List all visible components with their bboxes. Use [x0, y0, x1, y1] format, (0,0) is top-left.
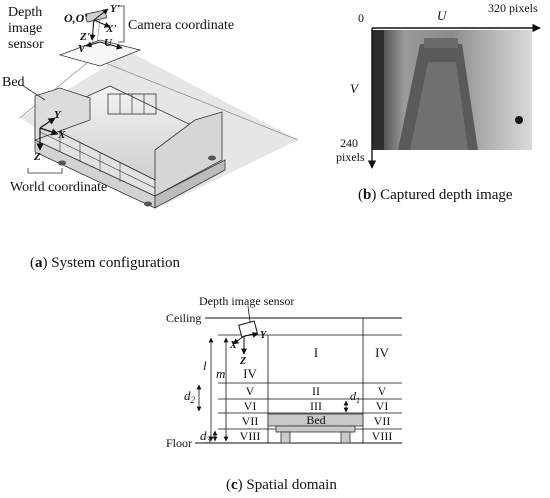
c-axis-z-label: Z [239, 356, 246, 367]
world-coordinate-label: World coordinate [10, 180, 107, 195]
bed-label: Bed [2, 75, 25, 90]
axis-u-arrow [99, 41, 123, 50]
region-ii: II [312, 384, 320, 398]
c-axis-x-arrow [232, 335, 245, 345]
camera-origin-label: O,O' [64, 11, 88, 25]
axis-v-label: V [78, 43, 87, 55]
axis-v-arrow [85, 41, 101, 48]
region-vii-left: VII [242, 414, 259, 428]
caption-b: (b) Captured depth image [358, 187, 513, 203]
region-v-left: V [246, 384, 255, 398]
caption-c: (c) Spatial domain [226, 477, 337, 493]
bed-headboard [34, 87, 91, 141]
region-vi-left: VI [244, 399, 257, 413]
dim-m-label: m [216, 366, 225, 381]
world-axis-y-label: Y [54, 109, 62, 121]
c-axis-x-label: X [229, 340, 237, 351]
panel-a-system-configuration: Depth image sensor O,O' Y' X' Z' U V Cam… [2, 3, 299, 209]
world-axis-x-arrow [39, 127, 59, 136]
bed-footboard [154, 111, 223, 197]
mattress-grid [39, 131, 156, 189]
world-axis-y-arrow [39, 117, 56, 129]
world-coordinate-bracket [27, 168, 63, 174]
bed-leg-right [340, 431, 351, 444]
axis-u-label: U [104, 37, 113, 49]
region-iv-left: IV [243, 366, 257, 381]
region-i: I [314, 345, 318, 360]
c-axis-y-arrow [243, 331, 259, 338]
bed-leg [58, 160, 66, 166]
axis-z-prime-arrow [89, 19, 96, 41]
ceiling-label: Ceiling [166, 311, 201, 325]
axis-x-prime-label: X' [105, 23, 116, 35]
region-v-right: V [378, 384, 387, 398]
region-iii: III [310, 399, 322, 413]
depth-u-max-label: 320 pixels [488, 1, 538, 15]
camera-coordinate-bracket [118, 5, 125, 43]
dim-d1-label: d1 [350, 389, 360, 405]
bed-leg-left [280, 431, 291, 444]
bed-diagram-label: Bed [306, 413, 325, 427]
region-viii-left: VIII [240, 429, 261, 443]
bed-leg [144, 201, 152, 207]
fov-line [92, 57, 299, 141]
depth-v-max-line1: 240 [340, 136, 358, 150]
depth-bed-inner [410, 62, 468, 150]
axis-y-prime-label: Y' [110, 3, 120, 15]
depth-headboard [424, 38, 458, 48]
sensor-label-line3: sensor [8, 37, 44, 52]
depth-dark-edge [372, 30, 384, 150]
dim-l-label: l [203, 358, 207, 373]
depth-sensor-body [84, 9, 108, 23]
world-axis-z-label: Z [33, 151, 41, 163]
panel-c-spatial-domain: Depth image sensor Ceiling Floor X Y Z l… [166, 294, 402, 450]
sensor-pointer [247, 305, 251, 323]
depth-u-label: U [437, 8, 448, 23]
axis-x-prime-arrow [93, 19, 111, 28]
dim-d3-label: d3 [200, 428, 212, 445]
bed-base-right [154, 159, 226, 209]
region-iv-right: IV [375, 345, 389, 360]
bed-leg [208, 155, 216, 161]
world-axis-x-label: X [57, 129, 66, 141]
camera-coordinate-label: Camera coordinate [128, 18, 234, 33]
region-vii-right: VII [374, 414, 391, 428]
c-axis-y-label: Y [260, 330, 267, 341]
bed-frame [275, 425, 356, 433]
axis-z-prime-label: Z' [79, 31, 90, 43]
depth-blob [515, 116, 523, 124]
depth-v-label: V [350, 81, 360, 96]
dim-d2-label: d2 [184, 388, 196, 405]
depth-v-max-line2: pixels [336, 150, 365, 164]
bed-label-pointer [21, 84, 46, 101]
c-sensor-label: Depth image sensor [199, 294, 294, 308]
caption-a: (a) System configuration [30, 255, 180, 271]
depth-origin-label: 0 [358, 11, 364, 25]
region-vi-right: VI [376, 399, 389, 413]
panel-b-depth-image: 0 U 320 pixels V 240 pixels [336, 1, 541, 169]
axis-y-prime-arrow [93, 8, 109, 21]
sensor-label-line2: image [8, 21, 42, 36]
region-viii-right: VIII [372, 429, 393, 443]
fov-line [19, 57, 94, 119]
floor-label: Floor [166, 436, 192, 450]
sensor-label-line1: Depth [8, 5, 42, 20]
